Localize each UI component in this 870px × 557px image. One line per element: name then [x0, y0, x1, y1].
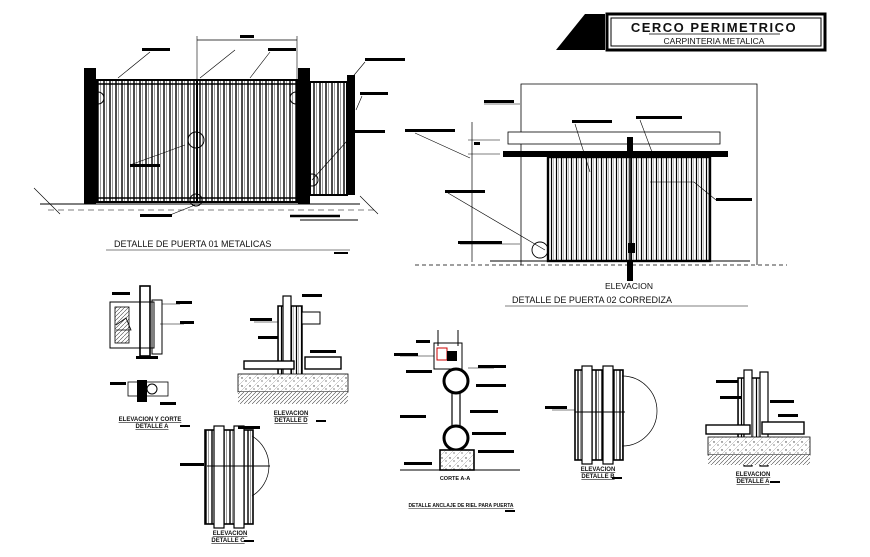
detail-a2-label-2: DETALLE A [737, 479, 771, 485]
detail-c-label-1: ELEVACION [213, 531, 248, 537]
detail-elevacion-corte-a: ELEVACION Y CORTE DETALLE A [109, 285, 194, 430]
detail-c-label-2: DETALLE C [211, 538, 245, 544]
detail-elevacion-c: ELEVACION DETALLE C [180, 425, 270, 544]
detail-elevacion-b: ELEVACION DETALLE B [545, 365, 658, 480]
detail-corte-a-a: CORTE A-A DETALLE ANCLAJE DE RIEL PARA P… [394, 330, 520, 512]
gate-02-elevation: ELEVACION DETALLE DE PUERTA 02 CORREDIZA [405, 83, 787, 307]
detail-d-label-1: ELEVACION [274, 411, 309, 417]
detail-a1-label-2: DETALLE A [136, 424, 170, 430]
title-block: CERCO PERIMETRICO CARPINTERIA METALICA [556, 12, 827, 52]
gate-01-caption: DETALLE DE PUERTA 01 METALICAS [114, 239, 271, 249]
detail-elevacion-a: ELEVACION DETALLE A [705, 369, 811, 485]
sheet-title: CERCO PERIMETRICO [631, 20, 797, 35]
gate-01-elevation: DETALLE DE PUERTA 01 METALICAS [33, 35, 405, 254]
detail-rail-caption: DETALLE ANCLAJE DE RIEL PARA PUERTA [408, 503, 513, 509]
detail-corte-label: CORTE A-A [440, 476, 470, 482]
detail-b-label-2: DETALLE B [581, 474, 615, 480]
detail-a1-label-1: ELEVACION Y CORTE [119, 417, 182, 423]
detail-a2-label-1: ELEVACION [736, 472, 771, 478]
gate-02-caption: DETALLE DE PUERTA 02 CORREDIZA [512, 295, 672, 305]
detail-elevacion-d: ELEVACION DETALLE D [237, 294, 349, 424]
sheet-subtitle: CARPINTERIA METALICA [664, 36, 765, 46]
gate-02-view-label: ELEVACION [605, 281, 653, 291]
detail-d-label-2: DETALLE D [274, 418, 308, 424]
detail-b-label-1: ELEVACION [581, 467, 616, 473]
